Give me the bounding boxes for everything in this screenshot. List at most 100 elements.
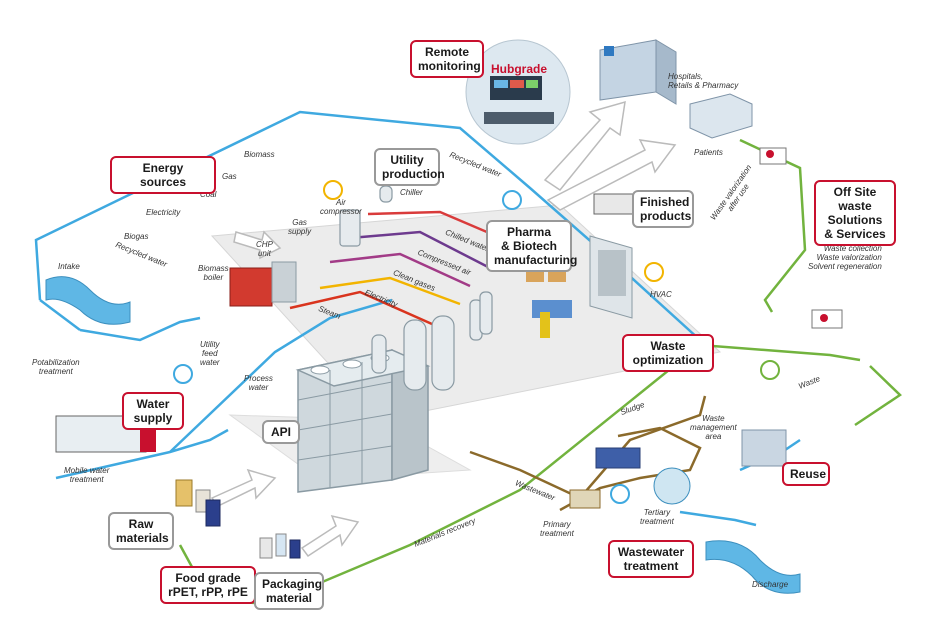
label-gas-supply-line1: Gas [292, 218, 307, 227]
label-chp-unit-line2: unit [257, 249, 271, 258]
callout-reuse: Reuse [782, 462, 830, 486]
callout-offsite-waste: Off Site waste Solutions & Services [814, 180, 896, 246]
label-process-water: Process water [244, 374, 273, 392]
packaging-bottles [259, 533, 301, 559]
callout-food-grade: Food grade rPET, rPP, rPE [160, 566, 256, 604]
label-utility-feed-water: Utility feed water [200, 340, 220, 367]
callout-pharma-line2: & Biotech [500, 239, 557, 253]
callout-pharma-line1: Pharma [506, 225, 552, 239]
label-offsite-services: Waste collection Waste valorization Solv… [808, 244, 882, 271]
label-gas: Gas [222, 172, 237, 181]
label-electricity-source: Electricity [146, 208, 181, 217]
utility-lines [289, 210, 516, 334]
label-biomass-boiler-line1: Biomass [198, 264, 229, 273]
callout-food-grade-line1: Food grade [175, 571, 241, 585]
callout-wastewater-treatment-line1: Wastewater [617, 545, 685, 559]
label-discharge: Discharge [752, 580, 789, 589]
callout-offsite-line4: & Services [824, 227, 886, 241]
callout-waste-optimization-line1: Waste [650, 339, 686, 353]
callout-waste-optimization: Waste optimization [622, 334, 714, 372]
label-offsite-line2: Waste valorization [816, 253, 882, 262]
callout-packaging-material: Packaging material [254, 572, 324, 610]
label-hospitals-line1: Hospitals, [668, 72, 704, 81]
flow-arrow-patients [546, 139, 677, 211]
flow-arrow-hospitals [543, 100, 626, 192]
callout-food-grade-line2: rPET, rPP, rPE [168, 585, 248, 599]
callout-pharma-biotech: Pharma & Biotech manufacturing [486, 220, 578, 272]
callout-api: API [262, 420, 300, 444]
callout-offsite-line3: Solutions [827, 213, 883, 227]
label-gas-supply: Gas supply [288, 218, 311, 236]
callout-finished-products: Finished products [632, 190, 694, 228]
label-intake: Intake [58, 262, 80, 271]
label-hvac: HVAC [650, 290, 672, 299]
label-waste-management-area: Waste management area [690, 414, 737, 441]
label-tertiary-treatment: Tertiary treatment [640, 508, 674, 526]
label-air-compressor-line1: Air [336, 198, 346, 207]
label-mobile-water-line2: treatment [69, 475, 104, 484]
callout-utility-production: Utility production [374, 148, 445, 186]
label-coal: Coal [200, 190, 217, 199]
sludge-lines [469, 395, 707, 512]
label-hospitals: Hospitals, Retails & Pharmacy [668, 72, 738, 90]
label-tertiary-line2: treatment [640, 517, 674, 526]
label-potabilization-line1: Potabilization [32, 358, 80, 367]
water-wave-icons [173, 180, 780, 504]
hospital-building [599, 39, 753, 139]
label-chp-unit-line1: CHP [256, 240, 273, 249]
wastewater-plant [569, 447, 691, 509]
label-chp-unit: CHP unit [256, 240, 273, 258]
label-mobile-water: Mobile water treatment [64, 466, 109, 484]
label-gas-supply-line2: supply [288, 227, 312, 236]
label-ufw-line3: water [200, 358, 220, 367]
callout-offsite-line2: waste [838, 199, 872, 213]
intake-stream [45, 276, 131, 325]
label-wma-line3: area [705, 432, 722, 441]
callout-utility-production-line1: Utility [390, 153, 424, 167]
callout-packaging-line1: Packaging [262, 577, 323, 591]
label-biomass-boiler: Biomass boiler [198, 264, 229, 282]
label-ufw-line2: feed [201, 349, 218, 358]
label-biogas: Biogas [124, 232, 149, 241]
label-primary-treatment: Primary treatment [540, 520, 574, 538]
hubgrade-logo: Hubgrade [491, 62, 548, 76]
label-patients: Patients [694, 148, 723, 157]
callout-api-line1: API [270, 425, 291, 439]
label-potabilization: Potabilization treatment [32, 358, 80, 376]
label-potabilization-line2: treatment [38, 367, 73, 376]
label-primary-line1: Primary [543, 520, 571, 529]
label-process-water-line2: water [248, 383, 269, 392]
callout-water-supply-line2: supply [133, 411, 173, 425]
raw-material-drums [175, 479, 221, 527]
callout-water-supply-line1: Water [136, 397, 170, 411]
truck-mobile-water [55, 415, 156, 453]
callout-pharma-line3: manufacturing [494, 253, 578, 267]
label-biomass: Biomass [244, 150, 275, 159]
warehouse [526, 235, 633, 338]
truck-offsite [759, 147, 843, 329]
callout-remote-monitoring-line2: monitoring [418, 59, 481, 73]
label-ufw-line1: Utility [200, 340, 220, 349]
flow-arrow-energy [233, 230, 282, 260]
boiler-unit [229, 261, 297, 307]
callout-utility-production-line2: production [382, 167, 445, 181]
label-primary-line2: treatment [540, 529, 574, 538]
callout-finished-products-line2: products [640, 209, 692, 223]
callout-offsite-line1: Off Site [833, 185, 877, 199]
callout-energy-sources: Energy sources [110, 156, 216, 194]
discharge-stream [705, 540, 801, 594]
label-air-compressor: Air compressor [320, 198, 362, 216]
label-offsite-line1: Waste collection [823, 244, 882, 253]
label-process-water-line1: Process [244, 374, 273, 383]
label-offsite-line3: Solvent regeneration [808, 262, 882, 271]
flow-arrow-packaging [300, 514, 360, 558]
callout-wastewater-treatment: Wastewater treatment [608, 540, 694, 578]
callout-water-supply: Water supply [122, 392, 184, 430]
label-mobile-water-line1: Mobile water [64, 466, 110, 475]
callout-finished-products-line1: Finished [640, 195, 690, 209]
callout-remote-monitoring: Remote monitoring [410, 40, 484, 78]
process-tanks [339, 185, 493, 391]
label-air-compressor-line2: compressor [320, 207, 362, 216]
